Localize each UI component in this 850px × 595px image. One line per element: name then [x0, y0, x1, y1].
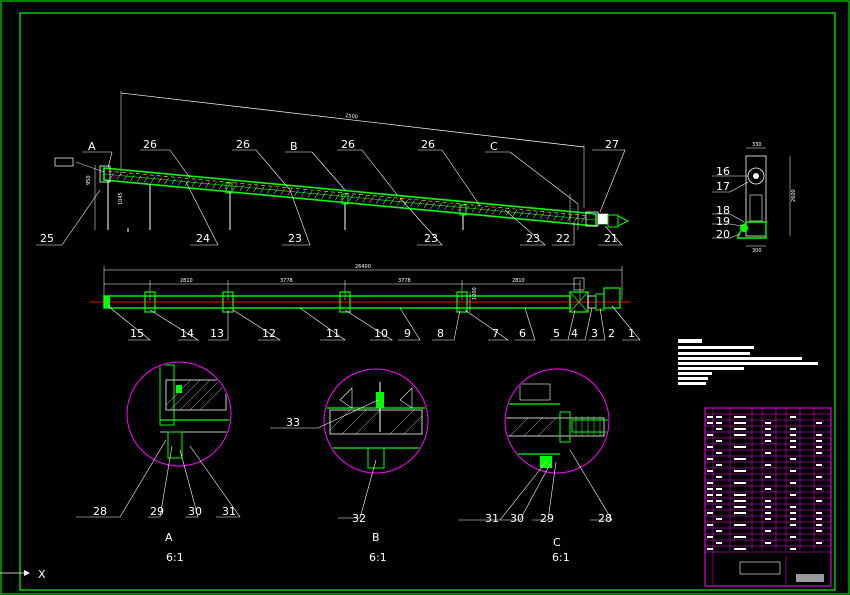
- side-view: 330 300 2600 16 17 18 19 20: [712, 142, 797, 254]
- callout-11: 11: [326, 327, 340, 340]
- callout-31a: 31: [222, 505, 236, 518]
- callout-18: 18: [716, 204, 730, 217]
- detail-b-circle: [323, 368, 429, 474]
- callout-26c: 26: [341, 138, 355, 151]
- tail-end: [104, 296, 110, 308]
- tail-housing: [99, 165, 111, 183]
- callout-1: 1: [628, 327, 635, 340]
- callout-13: 13: [210, 327, 224, 340]
- callout-8: 8: [437, 327, 444, 340]
- callout-25: 25: [40, 232, 54, 245]
- callout-19: 19: [716, 215, 730, 228]
- callout-10: 10: [374, 327, 388, 340]
- detail-c-scale: 6:1: [552, 551, 570, 564]
- head-drive: [569, 194, 630, 230]
- callout-28a: 28: [93, 505, 107, 518]
- axis-marker-label: X: [38, 568, 46, 581]
- callout-17: 17: [716, 180, 730, 193]
- callout-23c: 23: [526, 232, 540, 245]
- detail-c-letter: C: [553, 536, 561, 549]
- callout-24: 24: [196, 232, 210, 245]
- slope-length-dim: 2500: [345, 113, 358, 120]
- svg-text:1000: 1000: [472, 287, 478, 300]
- svg-text:1045: 1045: [118, 192, 124, 205]
- dim-seg2: 3778: [280, 278, 293, 284]
- callout-29c: 29: [540, 512, 554, 525]
- tail-label-box: [54, 157, 74, 167]
- svg-text:950: 950: [86, 175, 92, 185]
- view-label-c: C: [490, 140, 498, 153]
- view-label-b: B: [290, 140, 298, 153]
- title-block: [704, 407, 832, 587]
- callout-23b: 23: [424, 232, 438, 245]
- detail-b: 33 32 B 6:1: [270, 368, 429, 564]
- detail-c-circle: [504, 368, 610, 474]
- detail-a-circle: [126, 361, 232, 467]
- dim-seg1: 2810: [180, 278, 193, 284]
- callout-5: 5: [553, 327, 560, 340]
- callout-22: 22: [556, 232, 570, 245]
- support-legs: [107, 180, 464, 232]
- callout-16: 16: [716, 165, 730, 178]
- inner-border: [19, 12, 836, 591]
- detail-c: 31 30 29 28 C 6:1: [458, 368, 613, 564]
- technical-notes: [678, 339, 818, 385]
- callout-14: 14: [180, 327, 194, 340]
- callout-12: 12: [262, 327, 276, 340]
- detail-a-scale: 6:1: [166, 551, 184, 564]
- svg-text:300: 300: [752, 248, 762, 254]
- callout-32: 32: [352, 512, 366, 525]
- dim-seg3: 3778: [398, 278, 411, 284]
- detail-b-letter: B: [372, 531, 380, 544]
- view-label-a: A: [88, 140, 96, 153]
- elevation-view: 2500 950 1045: [36, 91, 630, 246]
- dim-seg4: 2810: [512, 278, 525, 284]
- plan-view: 26400 2810 3778 3778 2810: [90, 264, 641, 341]
- callout-26a: 26: [143, 138, 157, 151]
- callout-6: 6: [519, 327, 526, 340]
- detail-b-scale: 6:1: [369, 551, 387, 564]
- detail-a-letter: A: [165, 531, 173, 544]
- callout-29a: 29: [150, 505, 164, 518]
- callout-23a: 23: [288, 232, 302, 245]
- callout-30a: 30: [188, 505, 202, 518]
- callout-31c: 31: [485, 512, 499, 525]
- callout-26b: 26: [236, 138, 250, 151]
- callout-21: 21: [604, 232, 618, 245]
- callout-15: 15: [130, 327, 144, 340]
- conveyor-body: [103, 167, 597, 227]
- callout-7: 7: [492, 327, 499, 340]
- callout-9: 9: [404, 327, 411, 340]
- callout-3: 3: [591, 327, 598, 340]
- svg-text:330: 330: [752, 142, 762, 148]
- callout-28c: 28: [598, 512, 612, 525]
- callout-26d: 26: [421, 138, 435, 151]
- callout-2: 2: [608, 327, 615, 340]
- callout-4: 4: [571, 327, 578, 340]
- callout-33: 33: [286, 416, 300, 429]
- callout-20: 20: [716, 228, 730, 241]
- detail-a: 28 29 30 31 A 6:1: [76, 361, 241, 564]
- callout-27: 27: [605, 138, 619, 151]
- dim-overall: 26400: [355, 264, 371, 270]
- axis-marker: X: [0, 568, 46, 581]
- callout-30c: 30: [510, 512, 524, 525]
- svg-text:2600: 2600: [791, 189, 797, 202]
